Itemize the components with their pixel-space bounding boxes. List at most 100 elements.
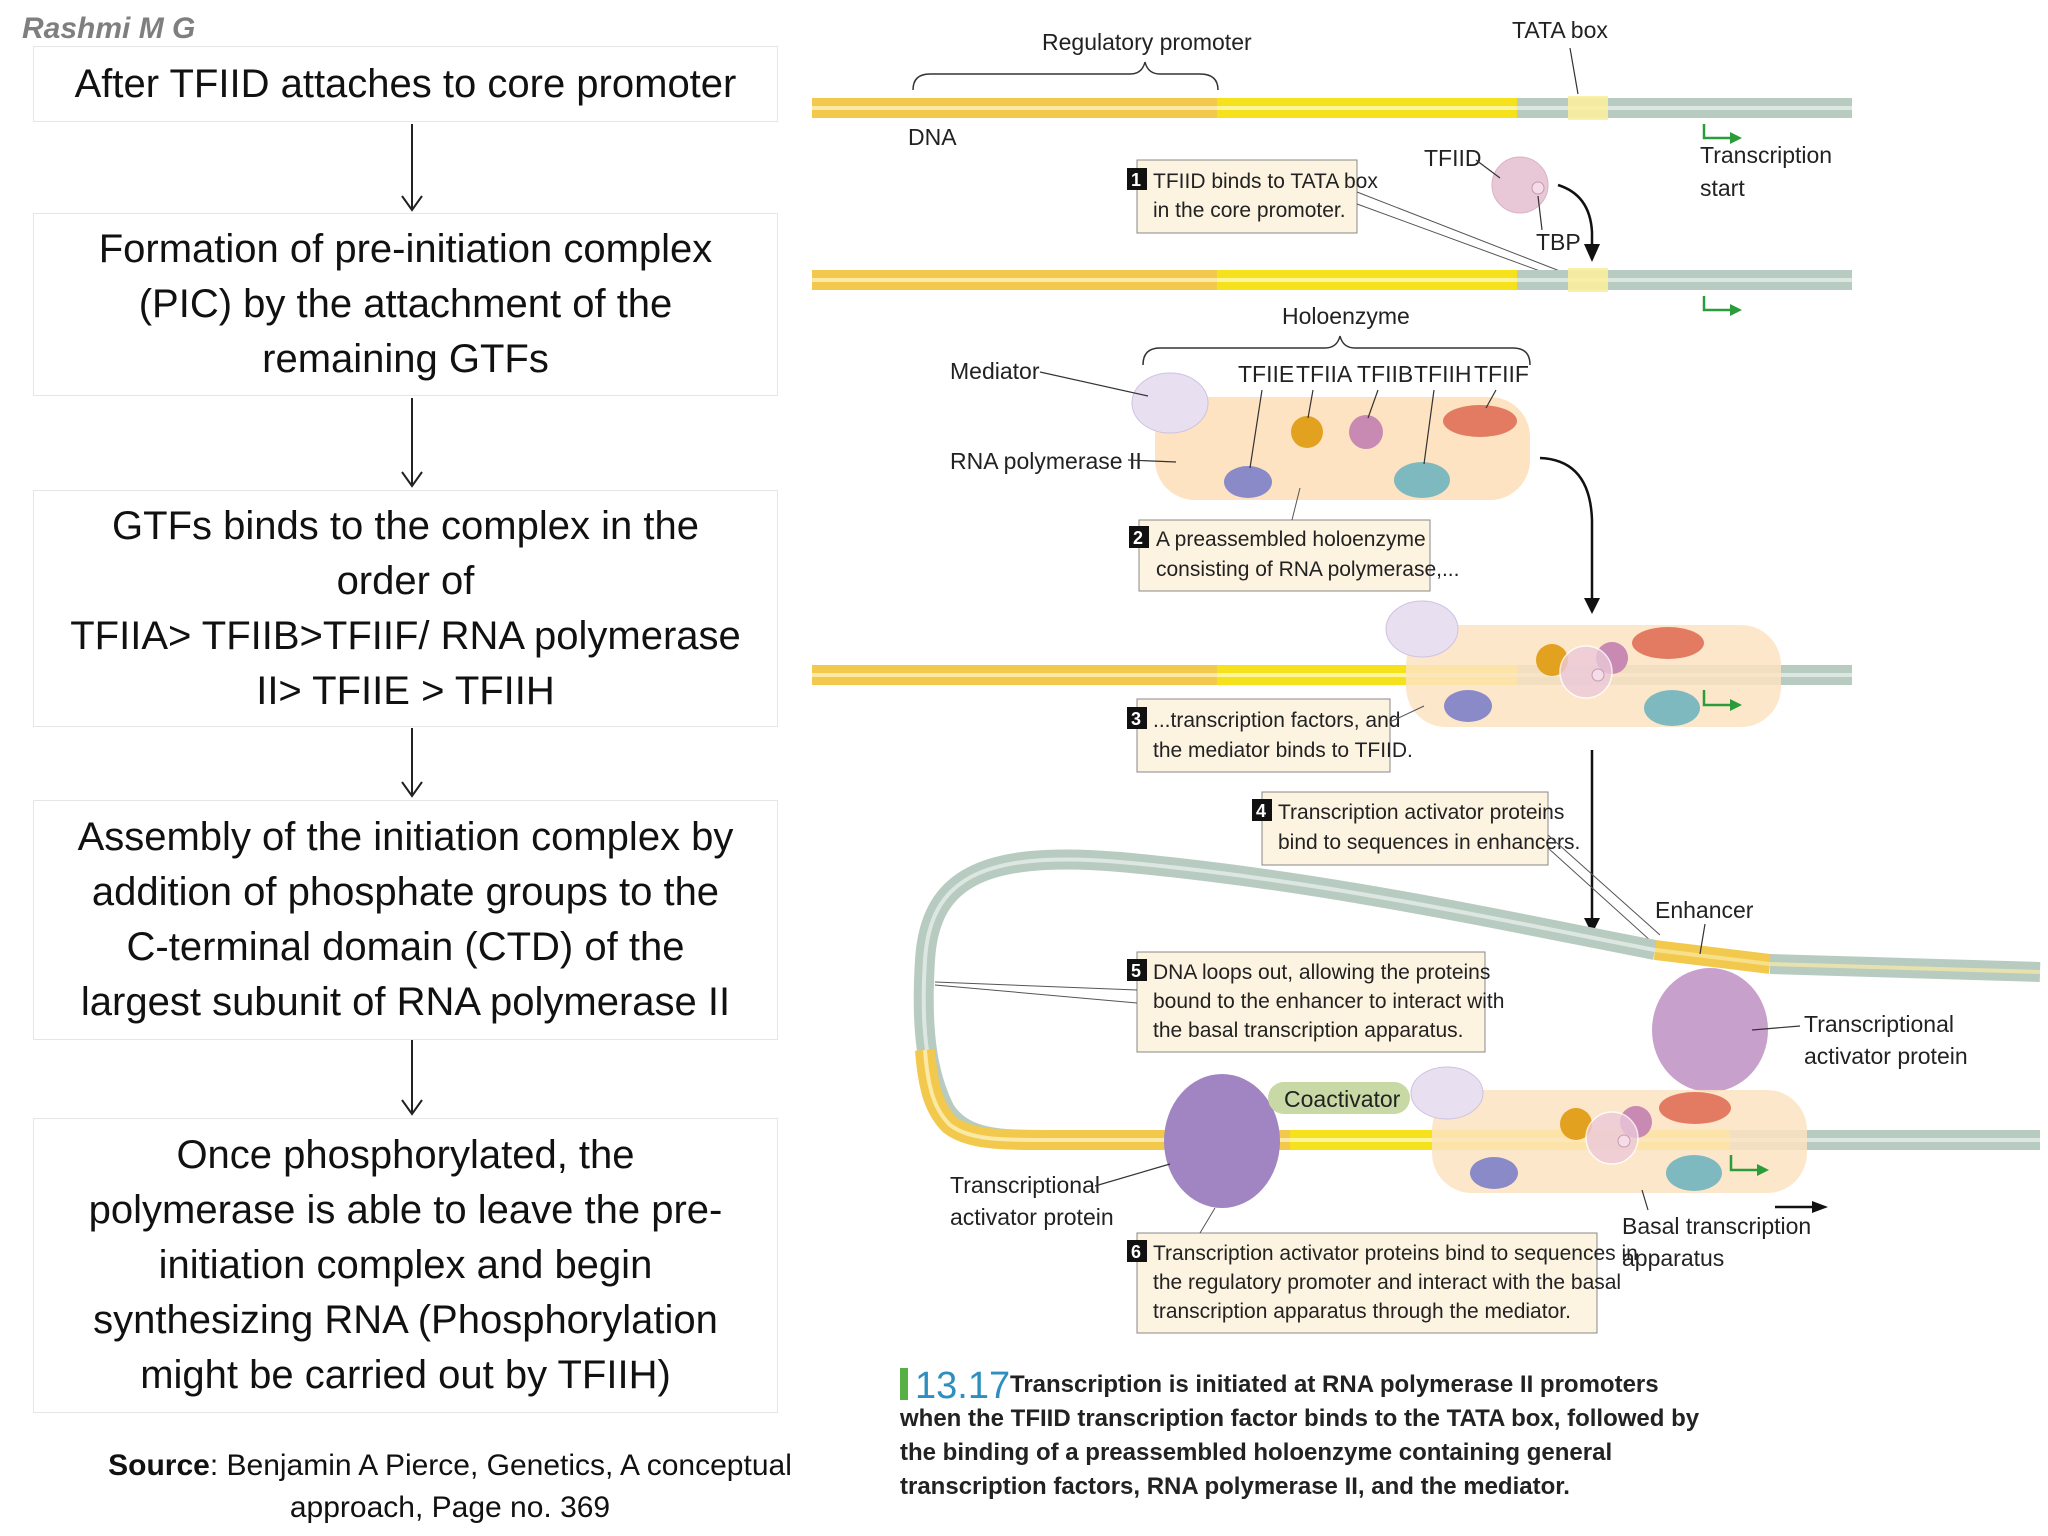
flow-step-2-line-2: (PIC) by the attachment of the <box>138 282 673 326</box>
tfiib-protein <box>1349 415 1383 449</box>
dna-label: DNA <box>908 124 957 150</box>
svg-text:Transcription activator protei: Transcription activator proteins <box>1278 801 1564 824</box>
flow-step-1-line: After TFIID attaches to core promoter <box>74 61 737 106</box>
callout-5: 5 DNA loops out, allowing the proteins b… <box>934 951 1504 1053</box>
flow-step-3-line-4: II> TFIIE > TFIIH <box>256 668 555 713</box>
transcription-start-label-2: start <box>1700 175 1745 201</box>
transcription-start-arrow-icon-3 <box>1702 690 1730 707</box>
basal-label-2: apparatus <box>1622 1245 1724 1271</box>
dna-loop <box>913 849 2041 1150</box>
svg-text:5: 5 <box>1131 961 1141 981</box>
holoenzyme-label: Holoenzyme <box>1282 303 1410 329</box>
tfiid-label: TFIID <box>1424 145 1482 171</box>
tfiia-label: TFIIA <box>1296 361 1353 387</box>
svg-text:transcription apparatus throug: transcription apparatus through the medi… <box>1153 1300 1571 1323</box>
tfiid-protein <box>1491 156 1549 214</box>
flow-step-5-line-5: might be carried out by TFIIH) <box>140 1353 671 1397</box>
tfiih-label: TFIIH <box>1414 361 1472 387</box>
flow-step-5-line-2: polymerase is able to leave the pre- <box>88 1188 723 1232</box>
tfiie-label: TFIIE <box>1238 361 1294 387</box>
flow-step-4-line-4: largest subunit of RNA polymerase II <box>80 980 731 1024</box>
tfiih-protein <box>1394 462 1450 498</box>
svg-text:bound to the enhancer to inter: bound to the enhancer to interact with <box>1153 990 1504 1013</box>
callout-6: 6 Transcription activator proteins bind … <box>1127 1207 1638 1334</box>
regulatory-promoter-label: Regulatory promoter <box>1042 29 1252 55</box>
transcription-start-arrow-icon-4 <box>1729 1155 1757 1172</box>
svg-text:consisting of RNA polymerase,.: consisting of RNA polymerase,... <box>1156 558 1459 581</box>
caption-marker-icon <box>900 1368 908 1400</box>
tfiia-protein <box>1291 416 1323 448</box>
flow-step-5: Once phosphorylated, the polymerase is a… <box>33 1118 778 1413</box>
flow-step-5-line-1: Once phosphorylated, the <box>176 1133 635 1177</box>
callout-2: 2 A preassembled holoenzyme consisting o… <box>1129 487 1459 592</box>
tfiie-protein <box>1224 466 1272 498</box>
callout-4: 4 Transcription activator proteins bind … <box>1252 791 1661 943</box>
flow-step-2: Formation of pre-initiation complex (PIC… <box>33 213 778 396</box>
tfiib-label: TFIIB <box>1357 361 1413 387</box>
caption-text: Transcription is initiated at RNA polyme… <box>900 1371 1700 1500</box>
flow-step-2-line-1: Formation of pre-initiation complex <box>98 227 713 271</box>
source-text: : Benjamin A Pierce, Genetics, A concept… <box>209 1449 792 1524</box>
svg-text:the mediator binds to TFIID.: the mediator binds to TFIID. <box>1153 739 1413 762</box>
svg-text:...transcription factors, and: ...transcription factors, and <box>1153 709 1400 732</box>
figure-caption: Transcription is initiated at RNA polyme… <box>900 1368 1700 1504</box>
flow-step-4: Assembly of the initiation complex by ad… <box>33 800 778 1040</box>
flow-step-4-line-2: addition of phosphate groups to the <box>91 870 720 914</box>
dna-row-2 <box>812 268 1852 292</box>
tap-right-label-2: activator protein <box>1804 1043 1968 1069</box>
flow-step-3-line-3: TFIIA> TFIIB>TFIIF/ RNA polymerase <box>70 613 741 658</box>
dna-row-1 <box>812 96 1852 120</box>
down-arrow-icon <box>401 124 423 212</box>
flow-step-4-line-3: C-terminal domain (CTD) of the <box>126 925 685 969</box>
tfiif-label: TFIIF <box>1474 361 1529 387</box>
tap-right-label-1: Transcriptional <box>1804 1011 1954 1037</box>
source-citation: Source: Benjamin A Pierce, Genetics, A c… <box>60 1445 840 1529</box>
svg-text:Transcription activator protei: Transcription activator proteins bind to… <box>1153 1242 1638 1265</box>
svg-text:2: 2 <box>1133 528 1143 548</box>
caption-number: 13.17 <box>915 1365 1010 1407</box>
flow-step-3: GTFs binds to the complex in the order o… <box>33 490 778 727</box>
coactivator-label: Coactivator <box>1284 1086 1401 1112</box>
svg-text:DNA loops out, allowing the pr: DNA loops out, allowing the proteins <box>1153 961 1490 984</box>
flow-step-3-line-1: GTFs binds to the complex in the <box>112 503 699 548</box>
tfiif-protein <box>1443 405 1517 437</box>
transcription-start-arrow-icon <box>1702 124 1730 140</box>
svg-text:6: 6 <box>1131 1242 1141 1262</box>
svg-text:3: 3 <box>1131 709 1141 729</box>
svg-text:the regulatory promoter and in: the regulatory promoter and interact wit… <box>1153 1271 1621 1294</box>
svg-text:the basal transcription appara: the basal transcription apparatus. <box>1153 1019 1464 1042</box>
activator-protein-enhancer <box>1652 968 1768 1092</box>
enhancer-label: Enhancer <box>1655 897 1754 923</box>
tbp-protein <box>1531 181 1545 195</box>
mediator-label: Mediator <box>950 358 1040 384</box>
tap-left-label-1: Transcriptional <box>950 1172 1100 1198</box>
transcription-start-label-1: Transcription <box>1700 142 1832 168</box>
basal-label-1: Basal transcription <box>1622 1213 1811 1239</box>
source-label: Source <box>108 1449 210 1482</box>
flow-step-3-line-2: order of <box>336 558 475 603</box>
svg-text:in the core promoter.: in the core promoter. <box>1153 199 1346 222</box>
flow-step-1: After TFIID attaches to core promoter <box>33 46 778 122</box>
mediator-protein <box>1131 372 1209 434</box>
down-arrow-icon <box>401 398 423 488</box>
rna-pol-label: RNA polymerase II <box>950 448 1142 474</box>
down-arrow-icon <box>401 728 423 798</box>
svg-text:1: 1 <box>1131 170 1141 190</box>
regulatory-promoter-brace <box>912 61 1219 91</box>
author-name: Rashmi M G <box>22 12 196 45</box>
tap-left-label-2: activator protein <box>950 1204 1114 1230</box>
tata-box-label: TATA box <box>1512 17 1608 43</box>
svg-text:A preassembled holoenzyme: A preassembled holoenzyme <box>1156 528 1426 551</box>
svg-text:4: 4 <box>1256 801 1266 821</box>
callout-1: 1 TFIID binds to TATA box in the core pr… <box>1127 159 1571 283</box>
flow-step-5-line-3: initiation complex and begin <box>158 1243 653 1287</box>
coactivator-protein <box>1268 1082 1410 1114</box>
transcription-start-arrow-icon-2 <box>1702 296 1730 312</box>
flow-step-5-line-4: synthesizing RNA (Phosphorylation <box>93 1298 718 1342</box>
callout-3: 3 ...transcription factors, and the medi… <box>1127 698 1425 773</box>
flow-step-2-line-3: remaining GTFs <box>262 337 549 381</box>
tbp-label: TBP <box>1536 229 1581 255</box>
flow-step-4-line-1: Assembly of the initiation complex by <box>77 815 734 859</box>
activator-protein-promoter <box>1164 1074 1280 1208</box>
down-arrow-icon <box>401 1040 423 1116</box>
